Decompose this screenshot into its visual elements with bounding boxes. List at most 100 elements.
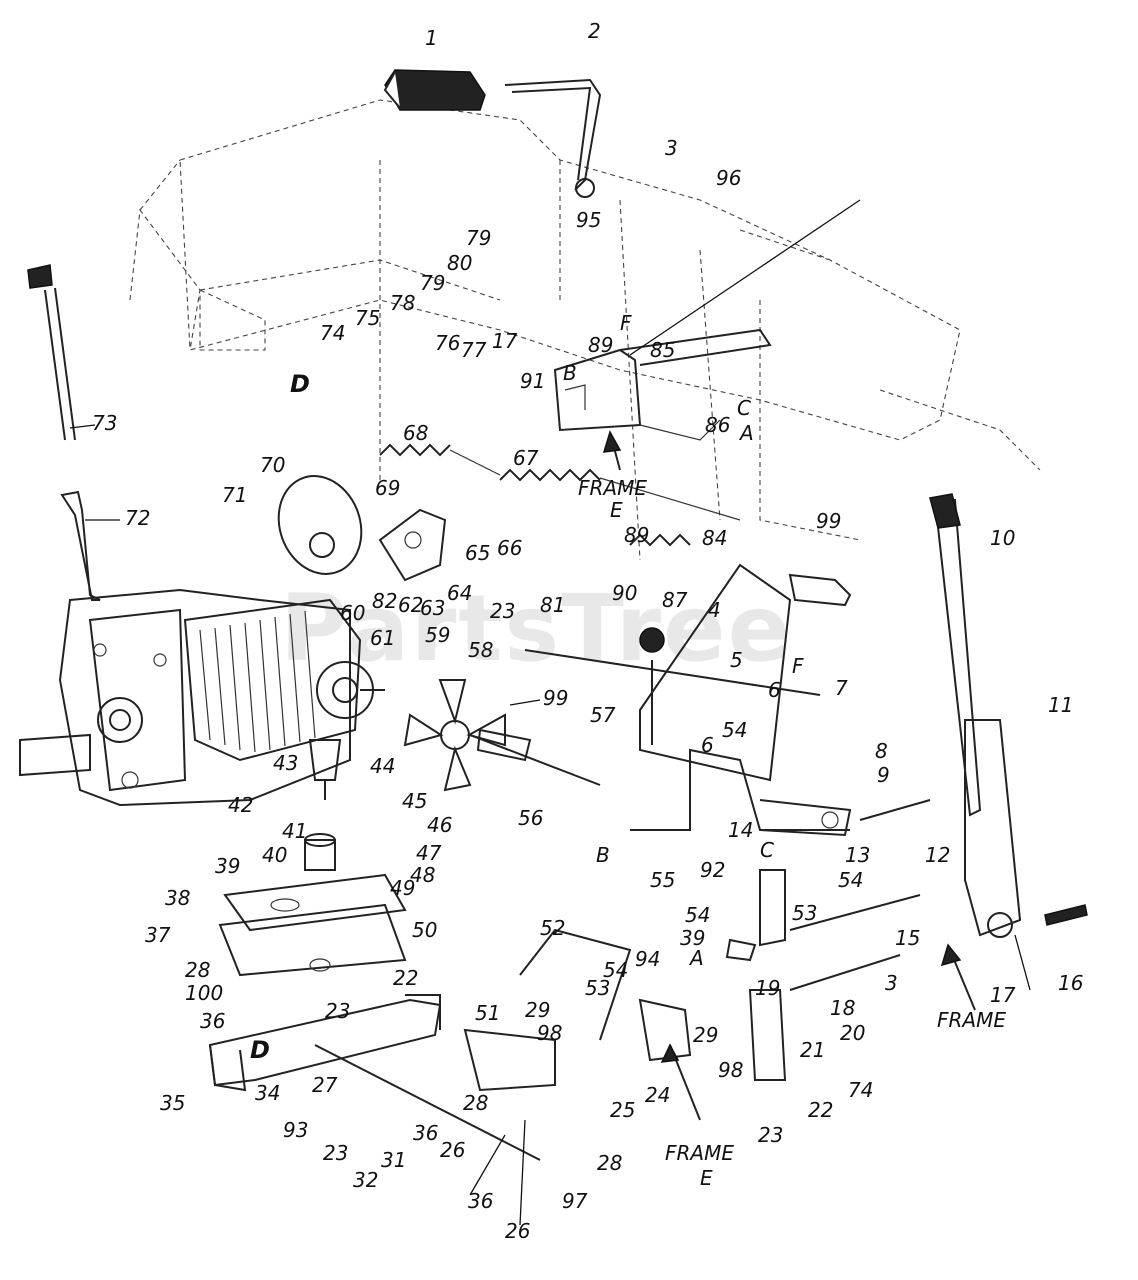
- upper-bracket: [553, 199, 861, 441]
- callout-87: 87: [662, 588, 688, 612]
- callout-43: 43: [273, 751, 298, 775]
- callout-99: 99: [816, 509, 841, 533]
- callout-23: 23: [758, 1123, 783, 1147]
- callout-82: 82: [372, 589, 397, 613]
- callout-26: 26: [440, 1138, 465, 1162]
- ref-letter-F: F: [792, 654, 804, 678]
- callout-78: 78: [390, 291, 415, 315]
- callout-63: 63: [420, 596, 445, 620]
- callout-52: 52: [540, 916, 565, 940]
- callout-10: 10: [990, 526, 1015, 550]
- ref-letter-A: A: [738, 421, 754, 445]
- fan: [403, 679, 601, 792]
- callout-71: 71: [222, 483, 247, 507]
- callout-24: 24: [645, 1083, 670, 1107]
- callout-34: 34: [255, 1081, 280, 1105]
- ref-letter-D: D: [290, 370, 310, 398]
- callout-54: 54: [722, 718, 747, 742]
- callout-21: 21: [800, 1038, 825, 1062]
- callout-89: 89: [624, 523, 649, 547]
- callout-64: 64: [447, 581, 472, 605]
- frame-label-upper: FRAME: [578, 476, 647, 500]
- leader-lines: [69, 424, 1031, 1226]
- shift-rods: [524, 493, 1088, 938]
- callout-12: 12: [925, 843, 950, 867]
- callout-46: 46: [427, 813, 452, 837]
- callout-26: 26: [505, 1219, 530, 1243]
- callout-74: 74: [320, 321, 345, 345]
- callout-39: 39: [680, 926, 705, 950]
- callout-20: 20: [840, 1021, 865, 1045]
- ref-letter-C: C: [760, 838, 774, 862]
- frame-arrows: [602, 430, 976, 1121]
- callout-31: 31: [381, 1148, 406, 1172]
- springs: [379, 443, 741, 547]
- callout-38: 38: [165, 886, 190, 910]
- callout-90: 90: [612, 581, 637, 605]
- ref-letter-E: E: [610, 498, 623, 522]
- callout-56: 56: [518, 806, 543, 830]
- callout-35: 35: [160, 1091, 185, 1115]
- callout-62: 62: [398, 593, 423, 617]
- callout-91: 91: [520, 369, 545, 393]
- ref-letter-B: B: [563, 361, 577, 385]
- lower-bracket: [208, 994, 541, 1161]
- callout-17: 17: [492, 329, 518, 353]
- callout-98: 98: [537, 1021, 562, 1045]
- callout-80: 80: [447, 251, 472, 275]
- callout-37: 37: [145, 923, 171, 947]
- callout-72: 72: [125, 506, 150, 530]
- callout-45: 45: [402, 789, 427, 813]
- callout-77: 77: [461, 338, 487, 362]
- callout-39: 39: [215, 854, 240, 878]
- callout-48: 48: [410, 863, 435, 887]
- callout-28: 28: [463, 1091, 488, 1115]
- callout-50: 50: [412, 918, 437, 942]
- callout-36: 36: [468, 1189, 493, 1213]
- callout-94: 94: [635, 947, 660, 971]
- callout-29: 29: [693, 1023, 718, 1047]
- callout-67: 67: [513, 446, 539, 470]
- ref-letter-E: E: [700, 1166, 713, 1190]
- callout-86: 86: [705, 413, 730, 437]
- callout-84: 84: [702, 526, 727, 550]
- callout-27: 27: [312, 1073, 338, 1097]
- callout-22: 22: [393, 966, 418, 990]
- callout-7: 7: [835, 676, 848, 700]
- callout-54: 54: [685, 903, 710, 927]
- callout-49: 49: [390, 876, 415, 900]
- callout-23: 23: [323, 1141, 348, 1165]
- frame-label-lower: FRAME: [665, 1141, 734, 1165]
- ref-letter-C: C: [737, 396, 751, 420]
- callout-74: 74: [848, 1078, 873, 1102]
- ref-letter-F: F: [620, 311, 632, 335]
- callout-16: 16: [1058, 971, 1083, 995]
- pulley: [277, 475, 447, 582]
- callout-14: 14: [728, 818, 753, 842]
- callout-58: 58: [468, 638, 493, 662]
- callout-15: 15: [895, 926, 920, 950]
- callout-79: 79: [466, 226, 491, 250]
- callout-22: 22: [808, 1098, 833, 1122]
- callout-76: 76: [435, 331, 460, 355]
- callout-75: 75: [355, 306, 380, 330]
- callout-55: 55: [650, 868, 675, 892]
- callout-81: 81: [540, 593, 565, 617]
- callout-100: 100: [185, 981, 223, 1005]
- callout-4: 4: [708, 598, 721, 622]
- callout-11: 11: [1048, 693, 1073, 717]
- callout-51: 51: [475, 1001, 500, 1025]
- callout-98: 98: [718, 1058, 743, 1082]
- callout-47: 47: [416, 841, 442, 865]
- frame-label-right: FRAME: [937, 1008, 1006, 1032]
- callout-1: 1: [425, 26, 438, 50]
- linkage-plate: [630, 563, 931, 837]
- dipstick: [27, 264, 101, 601]
- callout-59: 59: [425, 623, 450, 647]
- callout-73: 73: [92, 411, 117, 435]
- callout-99: 99: [543, 686, 568, 710]
- callout-96: 96: [716, 166, 741, 190]
- frame-labels: FRAME FRAME FRAME: [578, 476, 1006, 1165]
- reference-letters: D F B C A E F B C A D E: [250, 311, 804, 1190]
